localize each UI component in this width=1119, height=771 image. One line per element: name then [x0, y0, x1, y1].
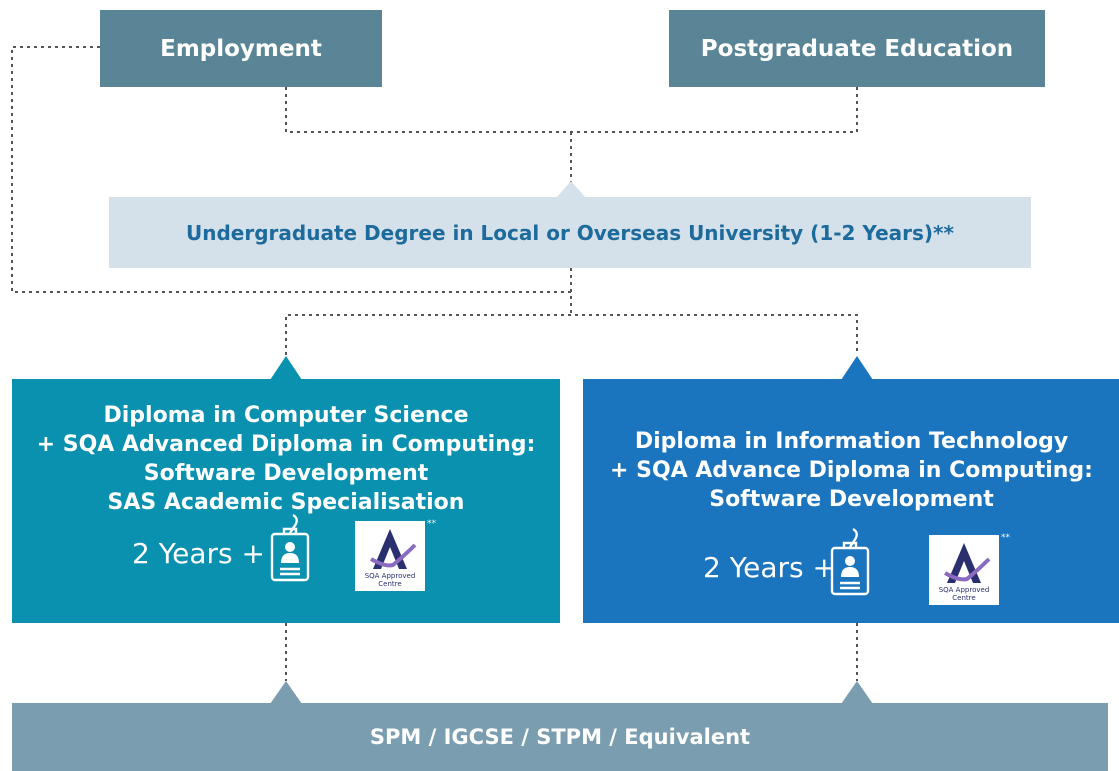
- connector-top-join: [285, 87, 858, 133]
- programme-line: + SQA Advanced Diploma in Computing:: [36, 432, 536, 457]
- sqa-logo-text: SQA Approved Centre: [364, 572, 416, 588]
- id-badge-icon: [830, 527, 870, 596]
- programme-title-information-technology: Diploma in Information Technology + SQA …: [583, 427, 1119, 514]
- sqa-footnote-mark: **: [1001, 533, 1010, 543]
- postgraduate-box: Postgraduate Education: [669, 10, 1045, 87]
- arrow-to-left-programme: [270, 356, 302, 380]
- duration-label: 2 Years +: [703, 551, 836, 584]
- connector-employment-loop: [11, 46, 571, 293]
- programme-line: Software Development: [143, 461, 429, 486]
- employment-box: Employment: [100, 10, 382, 87]
- programme-line: + SQA Advance Diploma in Computing:: [610, 458, 1093, 483]
- duration-label: 2 Years +: [132, 537, 265, 570]
- entry-requirements-box: SPM / IGCSE / STPM / Equivalent: [12, 703, 1108, 771]
- arrow-to-undergrad: [557, 181, 585, 197]
- programme-title-computer-science: Diploma in Computer Science + SQA Advanc…: [12, 401, 560, 517]
- programme-line: Diploma in Information Technology: [634, 429, 1069, 454]
- sqa-logo-text: SQA Approved Centre: [938, 586, 990, 602]
- arrow-to-right-programme: [841, 356, 873, 380]
- sqa-approved-centre-logo: SQA Approved Centre: [355, 521, 425, 591]
- undergraduate-box: Undergraduate Degree in Local or Oversea…: [109, 197, 1031, 268]
- id-badge-icon: [270, 513, 310, 582]
- programme-box-information-technology: Diploma in Information Technology + SQA …: [583, 379, 1119, 623]
- programme-line: SAS Academic Specialisation: [107, 490, 465, 515]
- programme-line: Software Development: [709, 487, 994, 512]
- employment-label: Employment: [160, 35, 322, 62]
- connector-split: [285, 314, 858, 355]
- arrow-entry-right: [841, 681, 873, 704]
- sqa-a-mark: [944, 543, 991, 583]
- entry-requirements-label: SPM / IGCSE / STPM / Equivalent: [369, 725, 751, 749]
- sqa-footnote-mark: **: [427, 519, 436, 529]
- undergraduate-label: Undergraduate Degree in Local or Oversea…: [186, 220, 954, 245]
- arrow-entry-left: [270, 681, 302, 704]
- postgraduate-label: Postgraduate Education: [700, 35, 1014, 62]
- sqa-a-mark: [370, 529, 417, 569]
- programme-box-computer-science: Diploma in Computer Science + SQA Advanc…: [12, 379, 560, 623]
- programme-line: Diploma in Computer Science: [103, 403, 469, 428]
- sqa-approved-centre-logo: SQA Approved Centre: [929, 535, 999, 605]
